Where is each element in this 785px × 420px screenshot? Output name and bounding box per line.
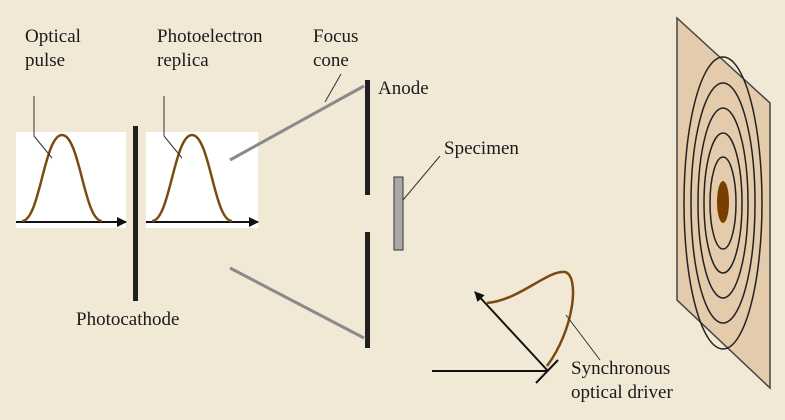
synchronous-optical-driver <box>432 270 575 384</box>
driver-tick <box>535 359 559 384</box>
driver-label-1: Synchronous <box>571 358 670 379</box>
specimen-leader <box>402 155 441 201</box>
focus-cone-label-2: cone <box>313 50 349 71</box>
driver-leader <box>565 314 601 361</box>
optical-pulse-panel <box>16 132 127 228</box>
diffraction-screen <box>676 16 771 390</box>
diffraction-ring-5 <box>709 156 737 250</box>
optical-pulse-box <box>16 132 126 228</box>
diffraction-center-spot <box>717 181 729 223</box>
diffraction-ring-3 <box>697 107 749 299</box>
photoelectron-label-1: Photoelectron <box>157 26 263 47</box>
anode-label: Anode <box>378 78 429 99</box>
diffraction-ring-1 <box>683 56 763 350</box>
optical-pulse-label-2: pulse <box>25 50 65 71</box>
focus-cone-label-1: Focus <box>313 26 358 47</box>
photoelectron-leader-d <box>163 135 183 159</box>
photoelectron-label-2: replica <box>157 50 209 71</box>
photocathode-label: Photocathode <box>76 309 179 330</box>
photocathode-plate <box>133 126 138 301</box>
anode-upper-plate <box>365 80 370 195</box>
optical-pulse-label-1: Optical <box>25 26 81 47</box>
diffraction-ring-2 <box>690 82 756 324</box>
focus-cone-upper-line <box>229 84 365 162</box>
driver-pulse-curve <box>486 270 575 367</box>
focus-cone-leader <box>324 73 342 103</box>
photoelectron-curve <box>151 133 233 223</box>
optical-pulse-curve <box>21 133 103 223</box>
specimen-label: Specimen <box>444 138 519 159</box>
anode-lower-plate <box>365 232 370 348</box>
focus-cone-lower-line <box>229 266 365 340</box>
driver-axis-arrow <box>474 291 549 372</box>
diffraction-ring-4 <box>703 132 743 274</box>
specimen-slab <box>393 176 404 251</box>
optical-pulse-leader-d <box>33 135 53 159</box>
photoelectron-replica-panel <box>146 132 259 228</box>
driver-label-2: optical driver <box>571 382 673 403</box>
